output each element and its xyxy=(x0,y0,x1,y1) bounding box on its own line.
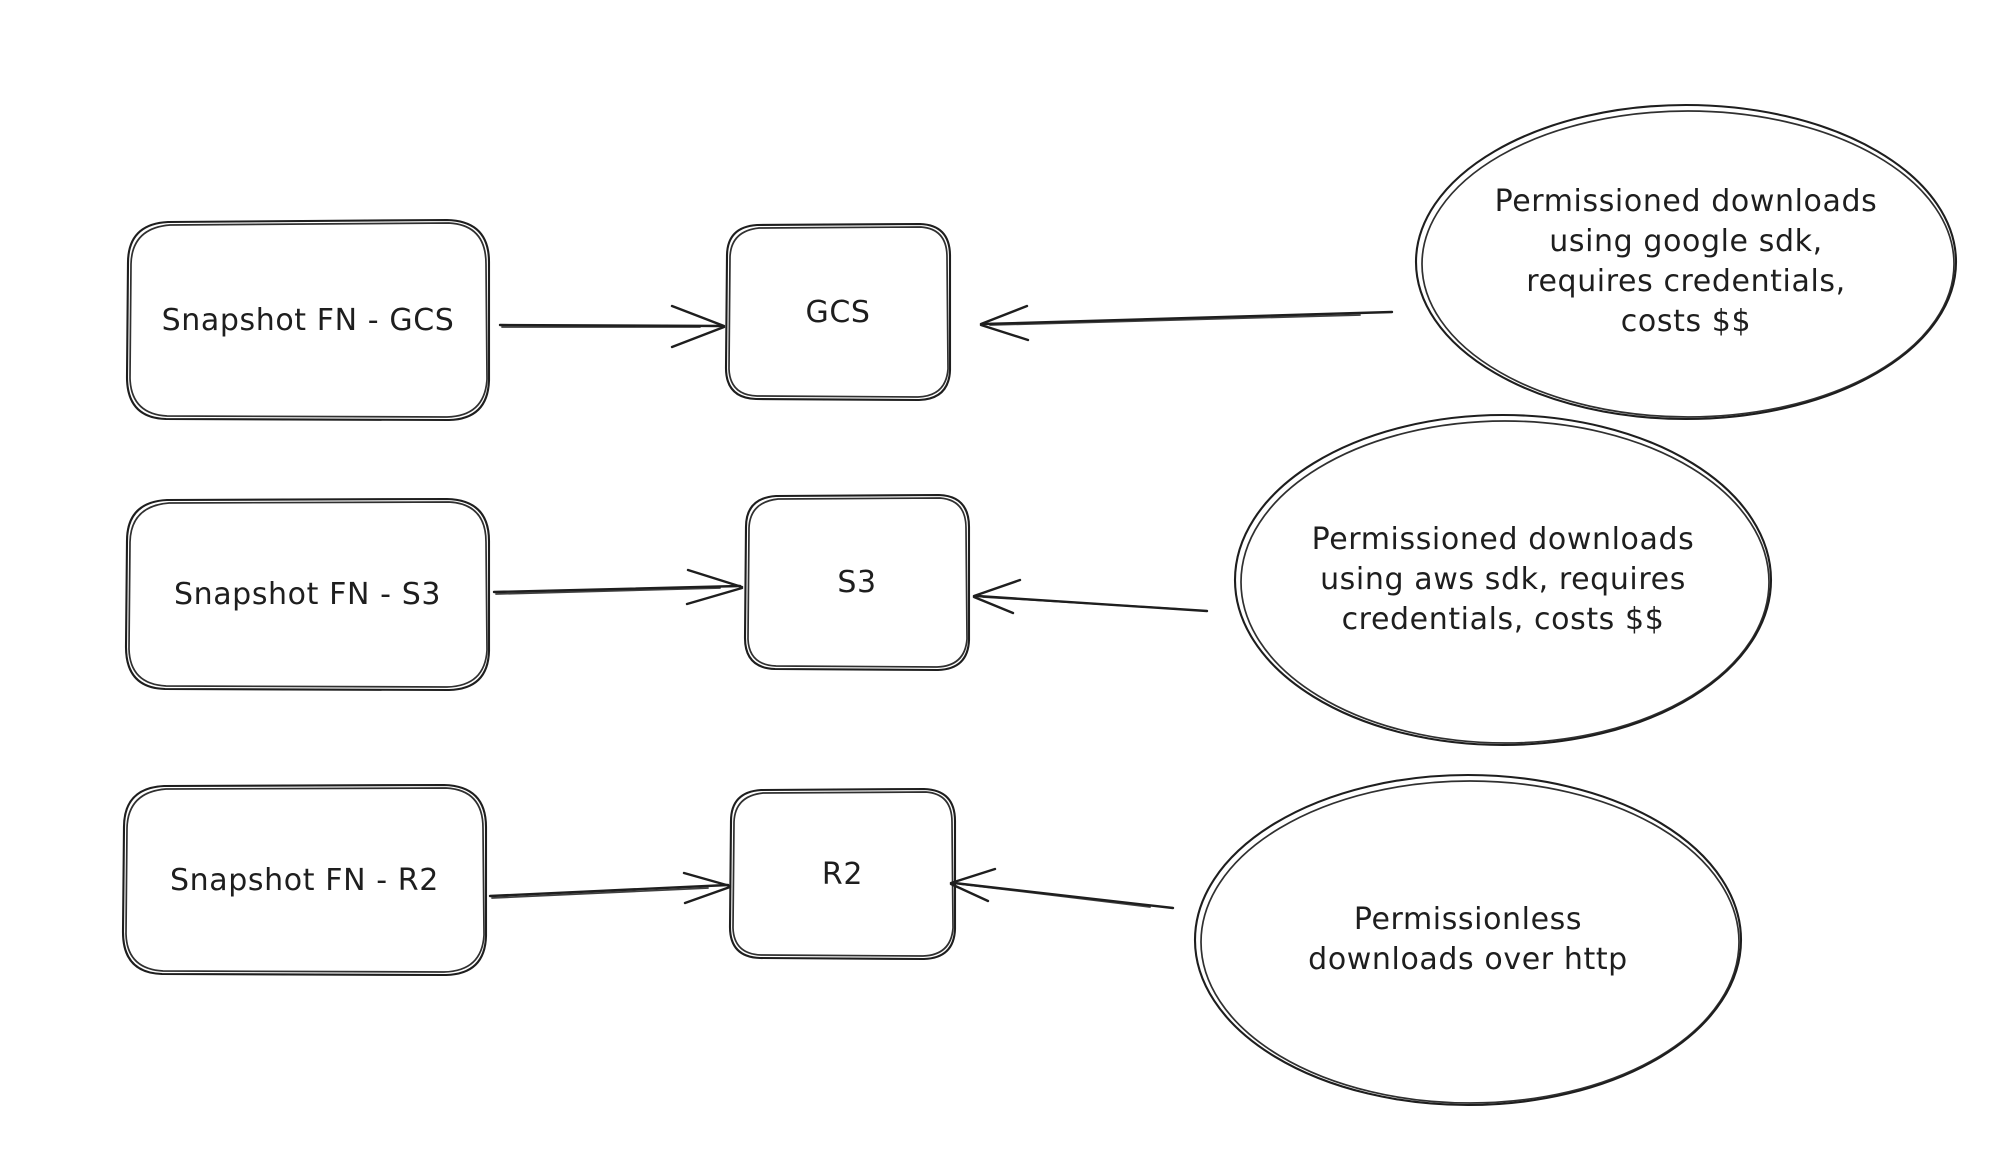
note-aws-sdk-shape[interactable] xyxy=(1233,413,1773,747)
node-gcs-shape[interactable] xyxy=(724,222,952,402)
note-google-sdk-shape[interactable] xyxy=(1414,103,1958,421)
node-s3-shape[interactable] xyxy=(743,493,971,672)
arrow-note-google-to-gcs[interactable] xyxy=(979,304,1394,342)
node-snapshot-fn-r2-shape[interactable] xyxy=(121,783,488,977)
arrow-snapshot-r2-to-r2[interactable] xyxy=(488,871,732,905)
arrow-note-aws-to-s3[interactable] xyxy=(972,578,1209,615)
node-snapshot-fn-s3-shape[interactable] xyxy=(124,497,491,692)
arrow-note-http-to-r2[interactable] xyxy=(949,867,1175,910)
node-r2-shape[interactable] xyxy=(728,787,957,961)
arrow-snapshot-gcs-to-gcs[interactable] xyxy=(498,304,726,349)
note-permissionless-shape[interactable] xyxy=(1193,773,1743,1107)
arrow-snapshot-s3-to-s3[interactable] xyxy=(492,568,744,606)
node-snapshot-fn-gcs-shape[interactable] xyxy=(125,218,491,422)
